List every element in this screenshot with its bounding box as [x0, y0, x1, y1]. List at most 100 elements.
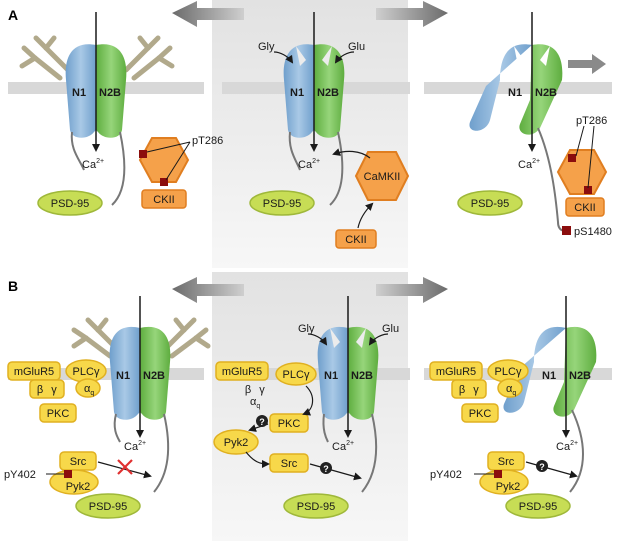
- panel-label-a: A: [8, 7, 18, 23]
- activation-arrow: [302, 385, 314, 416]
- psd95-label: PSD-95: [297, 501, 336, 513]
- activation-arrow: [525, 461, 578, 479]
- question-label: ?: [539, 462, 545, 472]
- nmda-receptor-a-center: [273, 12, 355, 206]
- transition-arrow-right-a: [376, 1, 448, 27]
- nmda-receptor-a-right: [469, 12, 606, 232]
- antibody-icon: [161, 317, 211, 359]
- subunit-label-n1: N1: [508, 87, 522, 99]
- psd95-scaffold: [505, 493, 571, 519]
- subunit-label-n2b: N2B: [351, 370, 373, 382]
- ckii-label: CKII: [345, 234, 366, 246]
- pyk2-label: Pyk2: [496, 481, 520, 493]
- ckii-box: [335, 229, 377, 249]
- subunit-label-n1: N1: [542, 370, 556, 382]
- nmda-receptor-b-center: [307, 296, 389, 493]
- pt286-label: pT286: [192, 135, 223, 147]
- calcium-label: Ca2+: [124, 440, 146, 453]
- phospho-site: [160, 178, 168, 186]
- activation-arrow: [332, 148, 371, 159]
- inhibition-x-icon: [117, 459, 133, 475]
- calcium-label: Ca2+: [518, 158, 540, 171]
- plcg-ellipse: [275, 362, 317, 386]
- calcium-label: Ca2+: [332, 440, 354, 453]
- pkc-box: [461, 403, 499, 423]
- shift-arrow: [568, 54, 606, 74]
- ckii-label: CKII: [153, 194, 174, 206]
- antibody-icon: [123, 35, 175, 81]
- gbetagamma-box: [29, 379, 65, 399]
- mglur5-box: [215, 361, 269, 381]
- calcium-label: Ca2+: [298, 158, 320, 171]
- subunit-label-n1: N1: [72, 87, 86, 99]
- psd95-scaffold: [75, 493, 141, 519]
- src-box: [269, 453, 309, 473]
- binding-arrow: [357, 202, 374, 229]
- activation-arrow: [309, 463, 362, 481]
- transition-arrow-left-a: [172, 1, 244, 27]
- phospho-site: [584, 186, 592, 194]
- subunit-label-n1: N1: [116, 370, 130, 382]
- psd95-label: PSD-95: [51, 198, 90, 210]
- psd95-scaffold: [283, 493, 349, 519]
- pkc-label: PKC: [278, 418, 301, 430]
- pyk2-ellipse: [479, 469, 529, 495]
- pkc-box: [39, 403, 77, 423]
- question-icon: [320, 462, 332, 474]
- psd95-scaffold: [37, 190, 103, 216]
- psd95-label: PSD-95: [89, 501, 128, 513]
- question-label: ?: [259, 417, 265, 427]
- nmda-receptor-b-left: [109, 296, 171, 493]
- psd95-label: PSD-95: [519, 501, 558, 513]
- ckii-hexagon: [556, 149, 608, 195]
- glutamate-label: Glu: [348, 41, 365, 53]
- subunit-label-n2b: N2B: [317, 87, 339, 99]
- glutamate-label: Glu: [382, 323, 399, 335]
- phospho-site: [64, 470, 72, 478]
- mglur5-label: mGluR5: [222, 366, 262, 378]
- pyk2-ellipse: [213, 429, 259, 455]
- transition-arrow-left-b: [172, 277, 244, 303]
- ckii-box: [141, 189, 187, 209]
- subunit-label-n2b: N2B: [569, 370, 591, 382]
- alpha-label: αq: [506, 383, 516, 397]
- plcg-label: PLCγ: [495, 366, 522, 378]
- galpha-ellipse: [497, 378, 523, 398]
- phospho-site: [562, 226, 571, 235]
- psd95-scaffold: [249, 190, 315, 216]
- phospho-site: [568, 154, 576, 162]
- membrane-a-right: [424, 82, 612, 94]
- gbetagamma-box: [451, 379, 487, 399]
- ckii-label: CKII: [574, 202, 595, 214]
- py402-label: pY402: [4, 469, 36, 481]
- phospho-site: [494, 470, 502, 478]
- gamma-label: γ: [259, 384, 265, 396]
- gamma-label: γ: [473, 384, 479, 396]
- subunit-label-n1: N1: [324, 370, 338, 382]
- src-label: Src: [498, 456, 515, 468]
- subunit-label-n2b: N2B: [99, 87, 121, 99]
- glycine-label: Gly: [298, 323, 315, 335]
- alpha-label: αq: [84, 383, 94, 397]
- beta-label: β: [37, 384, 43, 396]
- alpha-label: αq: [250, 396, 260, 410]
- activation-arrow: [245, 451, 270, 468]
- psd95-label: PSD-95: [471, 198, 510, 210]
- src-label: Src: [281, 458, 298, 470]
- mglur5-label: mGluR5: [436, 366, 476, 378]
- beta-label: β: [459, 384, 465, 396]
- ckii-hexagon: [138, 137, 190, 183]
- question-icon: [256, 415, 268, 427]
- galpha-ellipse: [75, 378, 101, 398]
- subunit-label-n2b: N2B: [535, 87, 557, 99]
- subunit-label-n2b: N2B: [143, 370, 165, 382]
- plcg-label: PLCγ: [283, 369, 310, 381]
- pt286-label: pT286: [576, 115, 607, 127]
- camkii-hexagon: [354, 151, 410, 201]
- nmda-receptor-a-left: [65, 12, 127, 206]
- pyk2-label: Pyk2: [224, 437, 248, 449]
- phospho-site: [139, 150, 147, 158]
- panel-label-b: B: [8, 278, 18, 294]
